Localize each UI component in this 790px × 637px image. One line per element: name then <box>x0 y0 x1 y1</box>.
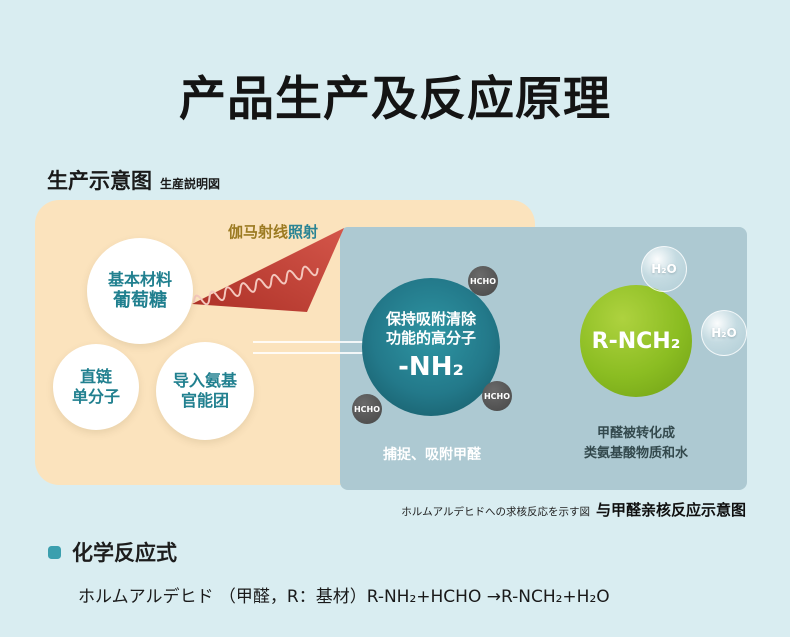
section-header: 生产示意图 生産説明図 <box>47 165 220 195</box>
material-line1: 基本材料 <box>107 269 172 289</box>
gamma-ray-beam-icon <box>192 228 344 312</box>
figure-caption-cn: 与甲醛亲核反应示意图 <box>595 501 746 519</box>
figure-caption: ホルムアルデヒドへの求核反応を示す図 与甲醛亲核反应示意图 <box>401 499 746 520</box>
polymer-line1: 保持吸附清除 <box>385 309 476 328</box>
polymer-line2: 功能的高分子 <box>385 329 476 348</box>
polymer-nh2-label: -NH₂ <box>398 351 464 382</box>
material-circle: 基本材料 葡萄糖 <box>87 238 193 344</box>
chain-line2: 单分子 <box>71 387 120 406</box>
gamma-ray-label: 伽马射线照射 <box>228 221 318 242</box>
gamma-ray-label-teal: 照射 <box>288 223 319 241</box>
page-title: 产品生产及反应原理 <box>179 72 611 127</box>
section-label-cn: 生产示意图 <box>47 169 152 193</box>
figure-caption-jp: ホルムアルデヒドへの求核反応を示す図 <box>401 506 590 518</box>
hcho-molecule: HCHO <box>352 394 382 424</box>
product-circle: R-NCH₂ <box>580 285 692 397</box>
h2o-bubble: H₂O <box>701 310 747 356</box>
product-caption: 甲醛被转化成 类氨基酸物质和水 <box>556 424 716 464</box>
amino-circle: 导入氨基 官能团 <box>156 342 254 440</box>
bullet-icon <box>48 545 61 559</box>
gamma-ray-label-gold: 伽马射线 <box>228 223 289 241</box>
section-label-jp: 生産説明図 <box>160 177 221 191</box>
product-caption-line1: 甲醛被转化成 <box>596 426 675 441</box>
chem-heading-text: 化学反应式 <box>72 541 177 565</box>
chain-line1: 直链 <box>79 367 112 386</box>
amino-line2: 官能团 <box>180 391 229 410</box>
material-line2: 葡萄糖 <box>113 289 167 311</box>
capture-caption: 捕捉、吸附甲醛 <box>383 447 481 463</box>
polymer-circle: 保持吸附清除 功能的高分子 -NH₂ <box>362 278 500 416</box>
hcho-molecule: HCHO <box>482 381 512 411</box>
chem-section-heading: 化学反应式 <box>48 537 177 567</box>
amino-line1: 导入氨基 <box>172 371 237 390</box>
connector-lines <box>253 341 373 354</box>
chemical-formula: ホルムアルデヒド （甲醛，R：基材）R-NH₂+HCHO →R-NCH₂+H₂O <box>78 587 610 607</box>
hcho-molecule: HCHO <box>468 266 498 296</box>
chain-circle: 直链 单分子 <box>53 344 139 430</box>
h2o-bubble: H₂O <box>641 246 687 292</box>
product-caption-line2: 类氨基酸物质和水 <box>583 446 688 462</box>
